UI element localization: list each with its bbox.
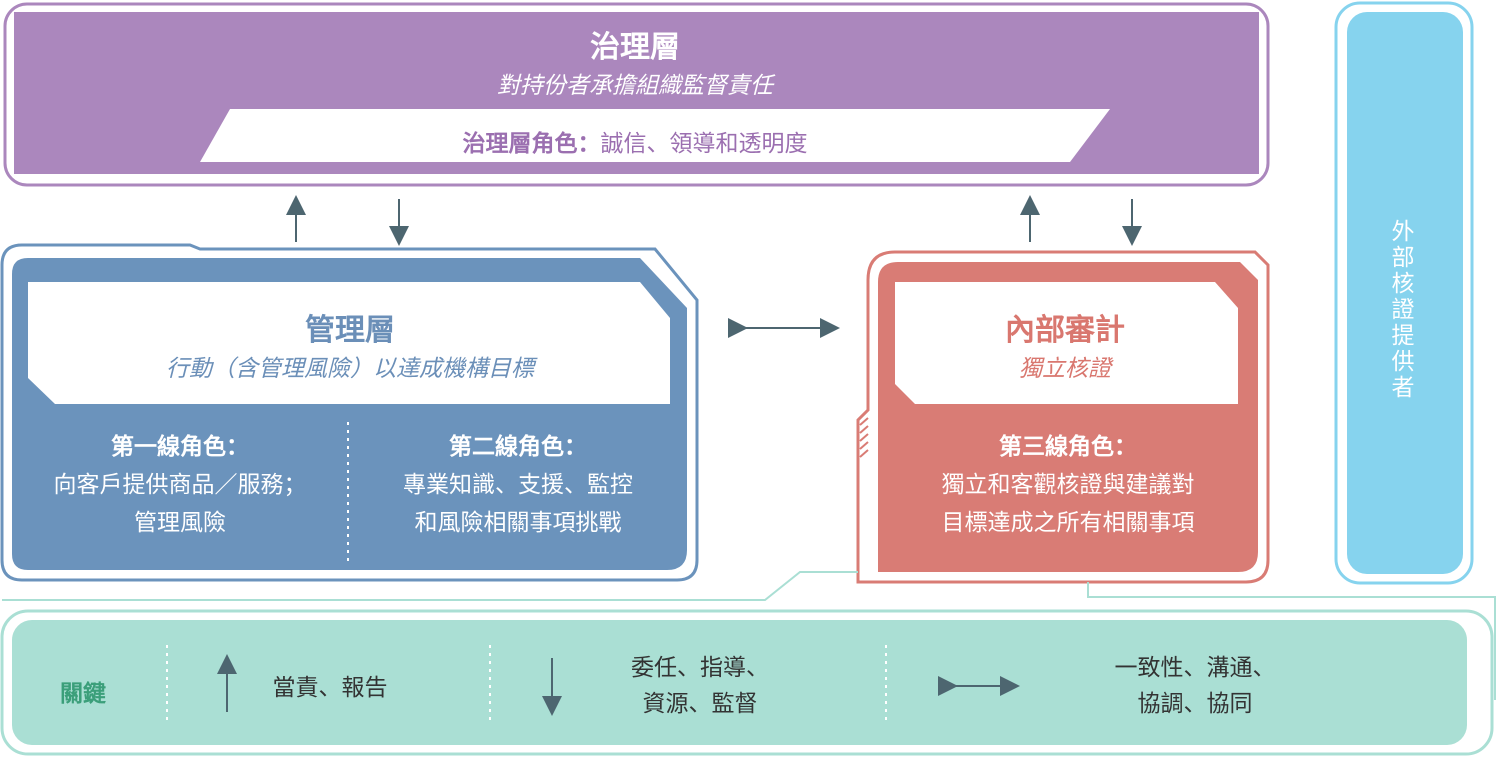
second-line-role: 第二線角色： 專業知識、支援、監控 和風險相關事項挑戰 bbox=[352, 428, 684, 542]
first-line-text-2: 管理風險 bbox=[134, 510, 226, 536]
second-line-heading: 第二線角色： bbox=[449, 434, 587, 460]
governing-role-text: 誠信、領導和透明度 bbox=[600, 131, 808, 157]
key-both-text-2: 協調、協同 bbox=[1137, 691, 1253, 717]
second-line-text-2: 和風險相關事項挑戰 bbox=[414, 510, 622, 536]
internal-audit-box bbox=[856, 250, 1270, 584]
management-subtitle: 行動（含管理風險）以達成機構目標 bbox=[166, 356, 534, 382]
first-line-role: 第一線角色： 向客戶提供商品／服務； 管理風險 bbox=[14, 428, 346, 542]
first-line-heading: 第一線角色： bbox=[111, 434, 249, 460]
internal-audit-subtitle: 獨立核證 bbox=[1019, 356, 1111, 382]
management-box bbox=[0, 243, 699, 582]
governing-body-subtitle: 對持份者承擔組織監督責任 bbox=[497, 73, 773, 99]
third-line-text-2: 目標達成之所有相關事項 bbox=[941, 510, 1195, 536]
third-line-role: 第三線角色： 獨立和客觀核證與建議對 目標達成之所有相關事項 bbox=[880, 428, 1256, 542]
first-line-text-1: 向客戶提供商品／服務； bbox=[53, 472, 307, 498]
key-up-text: 當責、報告 bbox=[272, 675, 388, 701]
third-line-heading: 第三線角色： bbox=[999, 434, 1137, 460]
key-box bbox=[0, 571, 1496, 756]
third-line-text-1: 獨立和客觀核證與建議對 bbox=[941, 472, 1195, 498]
external-assurance-label: 外部核證提供者 bbox=[1387, 219, 1413, 401]
external-box bbox=[1334, 1, 1474, 585]
governing-body-role: 治理層角色：誠信、領導和透明度 bbox=[0, 124, 1270, 158]
governing-body-box bbox=[3, 2, 1270, 187]
second-line-text-1: 專業知識、支援、監控 bbox=[403, 472, 633, 498]
key-down-text: 委任、指導、 資源、監督 bbox=[600, 650, 800, 722]
governing-role-label: 治理層角色： bbox=[462, 131, 601, 157]
key-down-text-2: 資源、監督 bbox=[642, 691, 758, 717]
key-down-text-1: 委任、指導、 bbox=[631, 655, 769, 681]
internal-audit-title: 內部審計 bbox=[1005, 313, 1125, 348]
key-both-text: 一致性、溝通、 協調、協同 bbox=[1090, 650, 1300, 722]
key-label: 關鍵 bbox=[60, 681, 106, 707]
governing-body-title: 治理層 bbox=[590, 30, 680, 65]
management-title: 管理層 bbox=[305, 313, 395, 348]
key-both-text-1: 一致性、溝通、 bbox=[1114, 655, 1276, 681]
